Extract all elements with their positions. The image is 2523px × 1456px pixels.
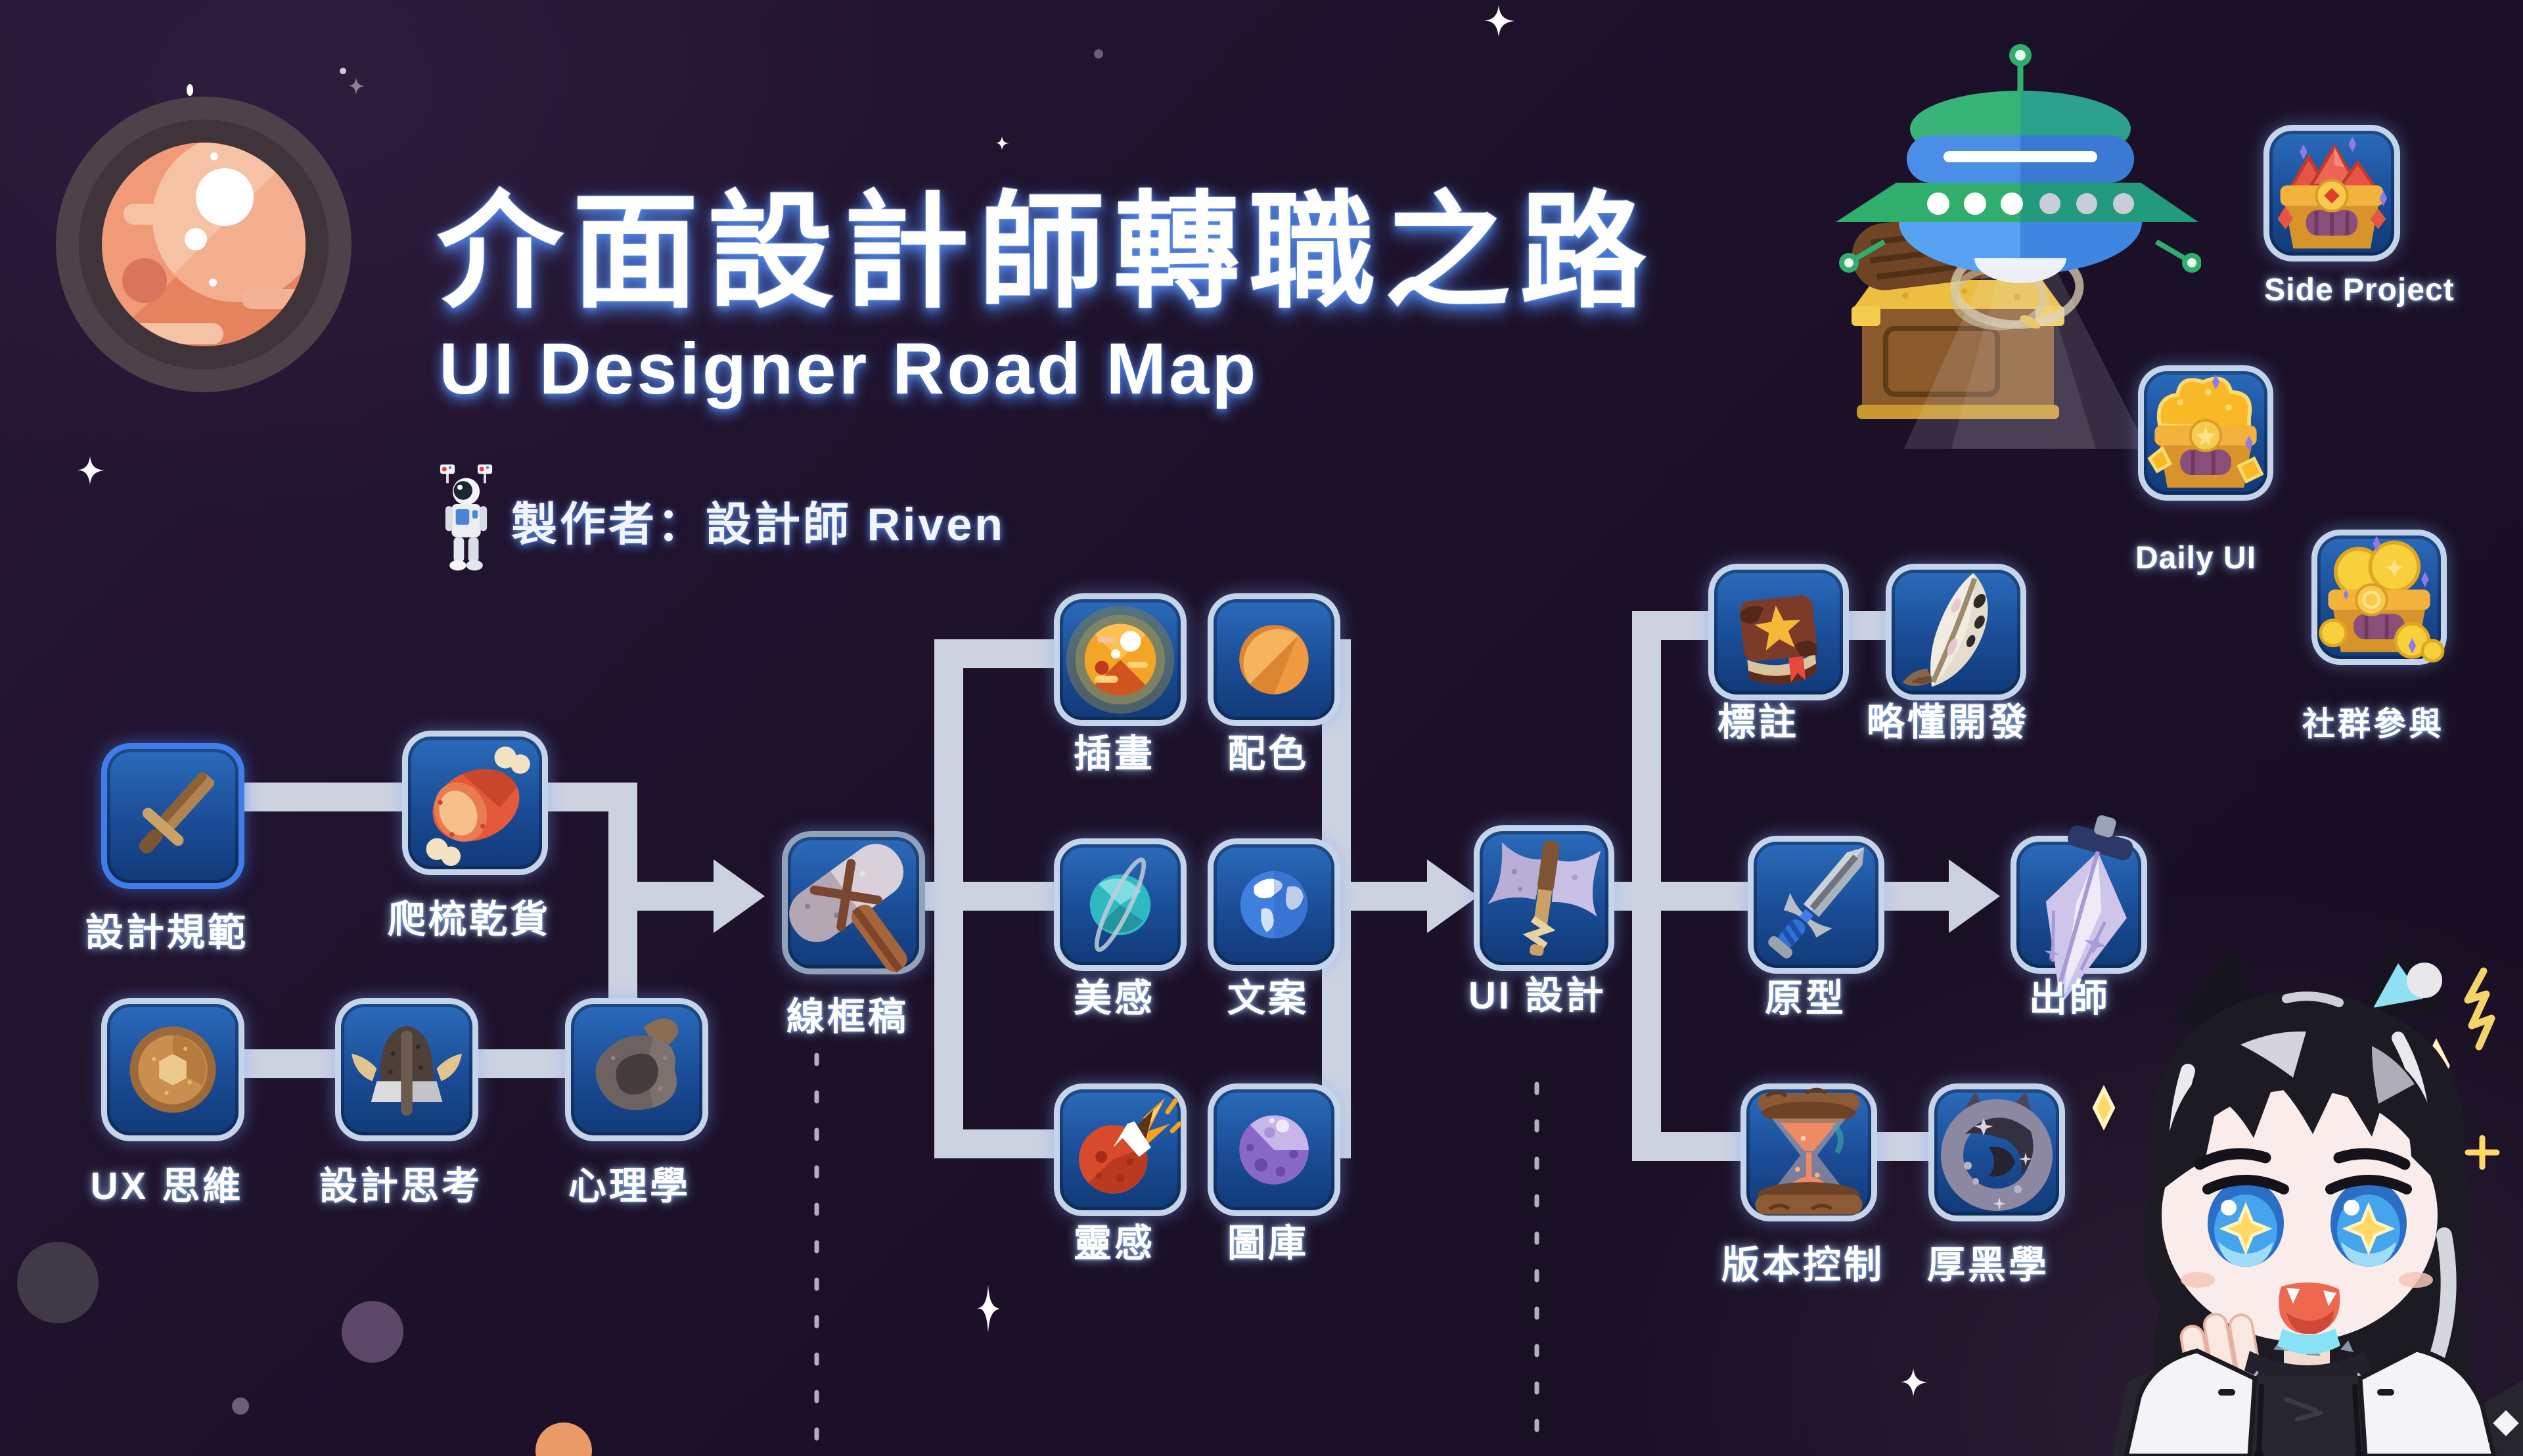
node-label-version-control: 版本控制 xyxy=(1721,1244,1885,1286)
treasure-chest-gems-icon xyxy=(2277,136,2388,249)
decor-circle xyxy=(17,1242,99,1323)
node-label-inspiration: 靈感 xyxy=(1073,1222,1156,1265)
page-title: 介面設計師轉職之路 xyxy=(437,181,1655,323)
ufo-treasure-illustration xyxy=(1836,44,2201,449)
spellbook-icon xyxy=(1740,595,1818,685)
battle-axe-icon xyxy=(1487,840,1601,956)
ringed-planet-icon xyxy=(1089,857,1151,952)
node-tile-mastery xyxy=(2011,815,2147,1005)
magic-hourglass-icon xyxy=(1755,1087,1863,1215)
treasure-chest-coins-icon xyxy=(2319,535,2445,663)
meat-icon xyxy=(426,746,530,866)
author-credit: 製作者：設計師 Riven xyxy=(511,499,1006,550)
page-subtitle: UI Designer Road Map xyxy=(439,329,1259,409)
purple-planet-icon xyxy=(1239,1115,1309,1185)
node-tile-color xyxy=(1208,593,1340,726)
node-tile-dark-arts xyxy=(1928,1083,2065,1221)
node-tile-psychology xyxy=(565,998,708,1141)
wooden-sword-icon xyxy=(139,772,215,853)
node-label-color: 配色 xyxy=(1227,733,1309,775)
ufo-icon xyxy=(1836,44,2201,283)
viking-helmet-icon xyxy=(352,1026,462,1116)
node-label-ui-design: UI 設計 xyxy=(1468,974,1607,1017)
node-tile-inspiration xyxy=(1054,1083,1187,1216)
stone-hammer-icon xyxy=(789,844,907,972)
node-label-prototype: 原型 xyxy=(1764,977,1847,1020)
node-label-wireframe: 線框稿 xyxy=(786,995,909,1038)
glowing-planet-icon xyxy=(1066,605,1175,714)
side-quest-tile-community xyxy=(2311,530,2447,665)
node-tile-design-thinking xyxy=(335,998,478,1141)
lightning-doodle-icon xyxy=(2464,967,2495,1051)
node-label-curate: 爬梳乾貨 xyxy=(387,898,551,941)
node-tile-illustration xyxy=(1054,593,1187,726)
earth-globe-icon xyxy=(1240,871,1308,939)
treasure-chest-stars-icon xyxy=(2147,374,2264,488)
node-label-stock-library: 圖庫 xyxy=(1227,1222,1309,1265)
arrow-into-ui-design xyxy=(1427,859,1478,933)
side-quest-label: Side Project xyxy=(2264,273,2455,307)
node-tile-wireframe xyxy=(782,831,925,974)
node-label-illustration: 插畫 xyxy=(1073,733,1156,775)
node-tile-annotation xyxy=(1708,564,1849,700)
node-tile-prototype xyxy=(1748,836,1884,974)
arrow-into-wireframe xyxy=(714,859,765,933)
node-tile-aesthetics xyxy=(1054,838,1187,971)
node-label-dev-basics: 略懂開發 xyxy=(1866,701,2030,744)
eye-left xyxy=(2202,1175,2289,1267)
orange-orb-icon xyxy=(1239,625,1309,694)
node-label-design-spec: 設計規範 xyxy=(85,911,249,954)
node-label-design-thinking: 設計思考 xyxy=(319,1165,483,1208)
node-tile-copywriting xyxy=(1208,838,1340,971)
node-tile-curate xyxy=(402,731,548,875)
arrow-into-mastery xyxy=(1949,859,2000,933)
shadow-ring-icon xyxy=(1941,1092,2053,1211)
planet-illustration xyxy=(56,97,352,392)
comet-planet-icon xyxy=(1079,1097,1182,1194)
crystal-sword-icon xyxy=(2043,815,2133,1005)
side-quest-label: Daily UI xyxy=(2135,541,2257,576)
node-label-psychology: 心理學 xyxy=(568,1165,691,1208)
node-label-mastery: 出師 xyxy=(2028,977,2111,1020)
steel-sword-icon xyxy=(1768,847,1865,959)
node-label-ux-mindset: UX 思維 xyxy=(90,1165,244,1208)
wolf-ear-character xyxy=(2092,953,2523,1456)
side-quest-label: 社群參與 xyxy=(2302,706,2444,742)
node-label-dark-arts: 厚黑學 xyxy=(1926,1244,2050,1286)
node-tile-ux-mindset xyxy=(101,998,244,1141)
node-tile-stock-library xyxy=(1208,1083,1340,1216)
side-quest-tile-side-project xyxy=(2263,125,2400,262)
node-tile-version-control xyxy=(1740,1083,1877,1221)
stone-relic-icon xyxy=(595,1018,679,1110)
ufo-light-beam xyxy=(1904,267,2147,449)
node-tile-ui-design xyxy=(1474,825,1614,971)
feather-quill-icon xyxy=(1902,573,1988,687)
node-label-aesthetics: 美感 xyxy=(1073,977,1156,1020)
eye-right xyxy=(2325,1175,2412,1267)
node-tile-design-spec xyxy=(101,743,244,889)
wooden-shield-icon xyxy=(129,1026,216,1113)
astronaut-icon xyxy=(440,464,493,571)
node-tile-dev-basics xyxy=(1886,564,2026,700)
side-quest-tile-daily-ui xyxy=(2138,365,2273,501)
node-label-copywriting: 文案 xyxy=(1227,977,1309,1020)
node-label-annotation: 標註 xyxy=(1717,701,1800,744)
